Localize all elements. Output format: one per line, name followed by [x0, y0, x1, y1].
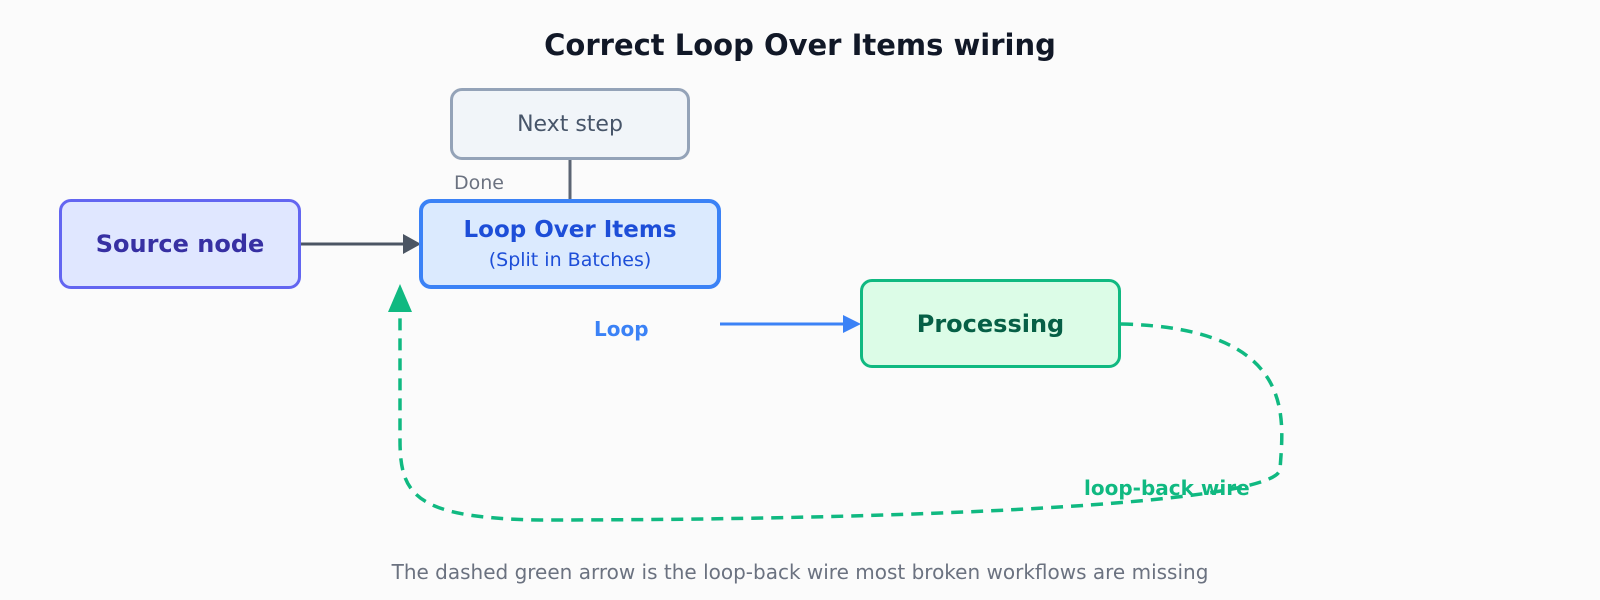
done-edge-label: Done — [454, 172, 504, 194]
source-node-label: Source node — [95, 230, 265, 258]
diagram-title: Correct Loop Over Items wiring — [544, 28, 1056, 62]
source-to-loop-arrowhead — [403, 234, 421, 254]
loop-node-title: Loop Over Items — [463, 217, 677, 243]
next-step-label: Next step — [517, 111, 623, 137]
processing-node[interactable]: Processing — [860, 279, 1121, 368]
loop-back-arrowhead — [388, 284, 412, 312]
source-node[interactable]: Source node — [59, 199, 301, 289]
diagram-caption: The dashed green arrow is the loop-back … — [391, 560, 1209, 584]
processing-node-label: Processing — [916, 309, 1065, 338]
loop-back-wire[interactable] — [398, 310, 1284, 522]
loop-over-items-node[interactable]: Loop Over Items (Split in Batches) — [419, 199, 721, 289]
loop-to-processing-arrowhead — [843, 315, 861, 333]
loop-node-subtitle: (Split in Batches) — [488, 249, 652, 271]
loop-back-edge-label: loop-back wire — [1084, 476, 1250, 500]
loop-edge-label: Loop — [594, 317, 649, 341]
next-step-node[interactable]: Next step — [450, 88, 690, 160]
